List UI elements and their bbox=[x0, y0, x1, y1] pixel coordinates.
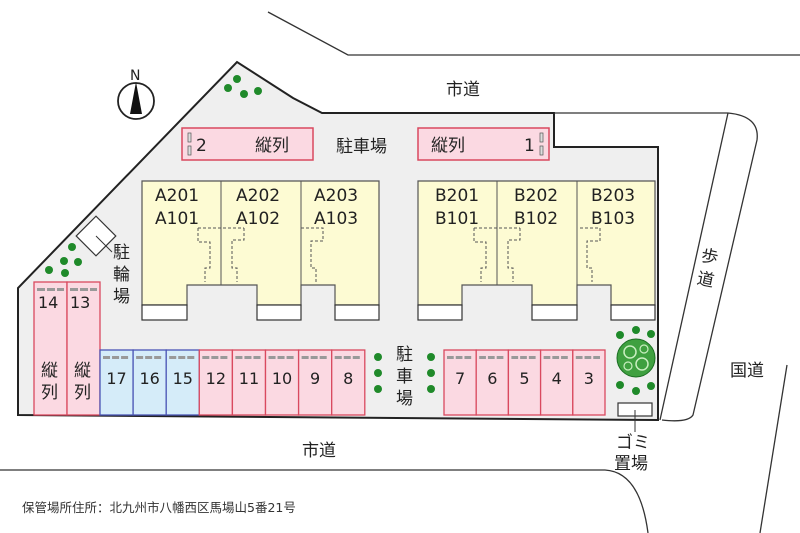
storage-address: 保管場所住所：北九州市八幡西区馬場山5番21号 bbox=[22, 500, 296, 515]
sidewalk-label: 歩 bbox=[699, 246, 720, 269]
national-road-label: 国道 bbox=[730, 361, 764, 381]
space-number: 4 bbox=[552, 369, 562, 388]
space-number: 1 bbox=[524, 136, 535, 156]
space-type: 縦列 bbox=[431, 136, 465, 156]
bicycle-parking-label: 場 bbox=[113, 287, 130, 307]
garbage-label: 置場 bbox=[614, 454, 648, 474]
unit-label: B202 bbox=[514, 186, 558, 206]
parking-space-1: 縦列 1 bbox=[417, 127, 550, 161]
shrubs-left-icon bbox=[45, 243, 82, 277]
parking-space-9: 9 bbox=[297, 349, 333, 416]
parking-space-11: 11 bbox=[231, 349, 267, 416]
garbage-area: ゴミ 置場 bbox=[614, 402, 653, 474]
space-type: 列 bbox=[41, 383, 58, 403]
space-number: 13 bbox=[70, 293, 90, 312]
parking-space-6: 6 bbox=[475, 349, 510, 416]
bicycle-parking-label: 駐 bbox=[113, 243, 130, 263]
unit-label: A103 bbox=[314, 209, 358, 229]
space-number: 14 bbox=[38, 293, 58, 312]
space-number: 10 bbox=[272, 369, 292, 388]
tree-icon bbox=[616, 338, 656, 378]
unit-label: B103 bbox=[591, 209, 635, 229]
unit-label: B101 bbox=[435, 209, 479, 229]
road-edge-bottom bbox=[0, 469, 649, 533]
building-b: B201 B101 B202 B102 B203 B103 bbox=[417, 180, 656, 321]
parking-space-5: 5 bbox=[507, 349, 542, 416]
unit-label: A102 bbox=[236, 209, 280, 229]
parking-space-15: 15 bbox=[165, 349, 200, 416]
parking-row-right: 7 6 5 4 3 bbox=[443, 349, 606, 416]
space-number: 17 bbox=[106, 369, 126, 388]
unit-label: B201 bbox=[435, 186, 479, 206]
space-number: 12 bbox=[206, 369, 226, 388]
unit-label: A101 bbox=[155, 209, 199, 229]
north-compass-icon: N bbox=[117, 68, 155, 120]
garbage-label: ゴミ bbox=[616, 432, 650, 453]
road-label-bottom: 市道 bbox=[302, 441, 336, 461]
sidewalk-inner-edge bbox=[659, 112, 729, 421]
parking-label-vertical: 駐 bbox=[396, 345, 413, 365]
parking-space-4: 4 bbox=[539, 349, 574, 416]
space-number: 8 bbox=[343, 369, 353, 388]
sidewalk-outer-edge bbox=[661, 112, 758, 422]
parking-label: 駐車場 bbox=[336, 137, 387, 157]
bicycle-parking: 駐 輪 場 bbox=[75, 215, 130, 307]
sidewalk-label: 道 bbox=[695, 269, 716, 292]
space-type: 縦列 bbox=[255, 136, 289, 156]
space-number: 9 bbox=[310, 369, 320, 388]
parking-space-8: 8 bbox=[331, 349, 366, 416]
unit-label: B203 bbox=[591, 186, 635, 206]
space-type: 縦 bbox=[74, 361, 91, 381]
national-road-edge bbox=[759, 364, 788, 533]
unit-label: B102 bbox=[514, 209, 558, 229]
unit-label: A201 bbox=[155, 186, 199, 206]
parking-space-13: 13 縦 列 bbox=[66, 281, 101, 416]
shrubs-right-icon bbox=[616, 326, 655, 395]
space-number: 15 bbox=[173, 369, 193, 388]
parking-space-3: 3 bbox=[572, 349, 606, 416]
shrubs-top-icon bbox=[224, 75, 262, 98]
space-type: 縦 bbox=[41, 361, 58, 381]
parking-space-17: 17 bbox=[99, 349, 134, 416]
unit-label: A203 bbox=[314, 186, 358, 206]
space-number: 7 bbox=[455, 369, 465, 388]
parking-space-12: 12 bbox=[198, 349, 234, 416]
parking-space-10: 10 bbox=[264, 349, 300, 416]
unit-label: A202 bbox=[236, 186, 280, 206]
space-number: 6 bbox=[487, 369, 497, 388]
compass-label: N bbox=[130, 68, 140, 84]
bicycle-parking-label: 輪 bbox=[113, 265, 130, 285]
building-a: A201 A101 A202 A102 A203 A103 bbox=[141, 180, 380, 321]
road-edge-top bbox=[267, 11, 800, 56]
space-number: 3 bbox=[584, 369, 594, 388]
space-type: 列 bbox=[74, 383, 91, 403]
parking-space-7: 7 bbox=[443, 349, 477, 416]
space-number: 11 bbox=[239, 369, 259, 388]
space-number: 5 bbox=[519, 369, 529, 388]
parking-row-left: 17 16 15 12 11 10 9 8 bbox=[99, 349, 366, 416]
space-number: 2 bbox=[196, 136, 207, 156]
parking-label-vertical: 車 bbox=[396, 367, 413, 387]
parking-space-16: 16 bbox=[132, 349, 167, 416]
parking-space-14: 14 縦 列 bbox=[33, 281, 68, 416]
parking-label-vertical: 場 bbox=[396, 389, 413, 409]
parking-space-2: 2 縦列 bbox=[181, 127, 314, 161]
shrubs-middle-icon bbox=[374, 353, 435, 393]
space-number: 16 bbox=[139, 369, 159, 388]
road-label-top: 市道 bbox=[446, 80, 480, 100]
